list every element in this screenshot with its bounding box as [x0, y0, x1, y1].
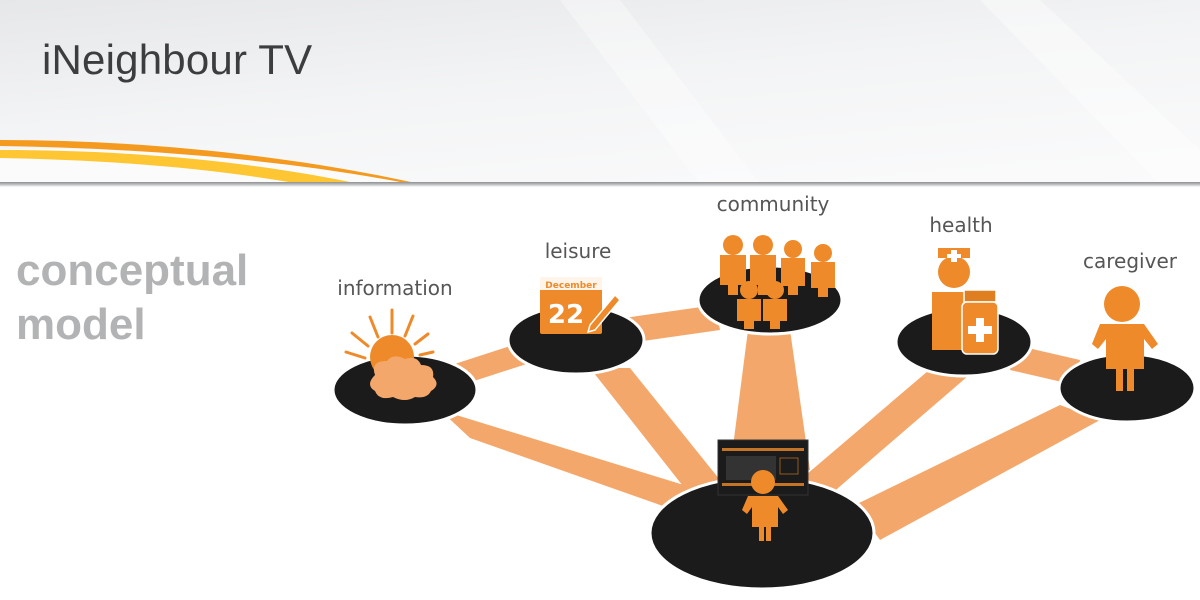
person-icon: [1092, 286, 1158, 391]
beam-caregiver-center: [855, 405, 1100, 540]
slide-title: iNeighbour TV: [42, 36, 313, 83]
swoosh-orange-stripe: [0, 140, 420, 184]
slide-header: iNeighbour TV: [0, 0, 1200, 184]
node-label-leisure: leisure: [545, 239, 612, 263]
pencil-icon: [586, 293, 622, 334]
calendar-icon: December 22: [540, 277, 622, 334]
calendar-day: 22: [548, 300, 584, 330]
beam-information-center: [440, 410, 700, 512]
group-of-people-icon: [720, 235, 835, 329]
beam-community-center: [730, 330, 810, 470]
person-watching-tv-icon: [717, 439, 809, 541]
subtitle-line-1: conceptual: [16, 246, 249, 295]
header-swoosh: [0, 0, 1200, 184]
nurse-medicine-icon: [932, 248, 999, 355]
beam-health-center: [800, 365, 975, 495]
subtitle-line-2: model: [16, 300, 146, 349]
node-label-information: information: [337, 276, 452, 300]
swoosh-yellow-stripe: [0, 150, 360, 184]
node-label-caregiver: caregiver: [1083, 249, 1178, 273]
node-label-community: community: [717, 192, 830, 216]
node-label-health: health: [929, 213, 992, 237]
slide-subtitle: conceptual model: [16, 244, 248, 352]
beam-leisure-center: [590, 368, 720, 495]
sun-cloud-icon: [344, 308, 437, 400]
header-divider: [0, 182, 1200, 187]
calendar-month: December: [545, 281, 597, 291]
